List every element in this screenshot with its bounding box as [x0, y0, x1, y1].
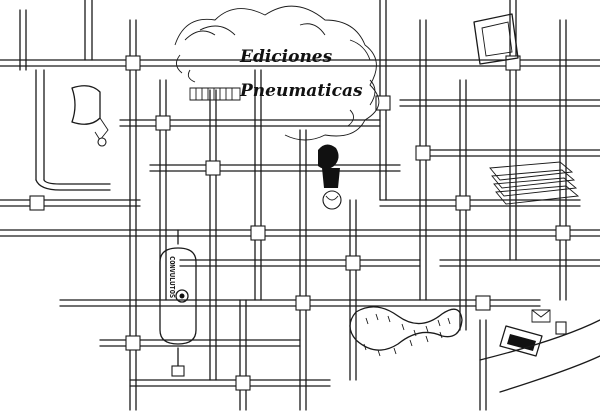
- tank-label: CONVULUTOS: [168, 256, 176, 298]
- envelope-icon: [531, 309, 551, 323]
- figure-on-ball-icon: [318, 144, 342, 210]
- gramophone-horn-icon: [71, 85, 109, 147]
- foliage-scribble: [174, 5, 380, 141]
- tv-screen-icon: [499, 321, 567, 357]
- gas-tank-icon: CONVULUTOS: [159, 229, 197, 377]
- title-line-2: Pneumaticas: [239, 81, 363, 101]
- paper-stack-icon: [489, 161, 580, 205]
- page-title: Ediciones Pneumaticas: [239, 47, 363, 101]
- foreground-pipe: [479, 319, 600, 393]
- conveyor-belt-loop-icon: [349, 306, 463, 357]
- title-line-1: Ediciones: [239, 47, 333, 67]
- accordion-bellows-icon: [189, 87, 241, 101]
- window-frame-icon: [473, 13, 519, 65]
